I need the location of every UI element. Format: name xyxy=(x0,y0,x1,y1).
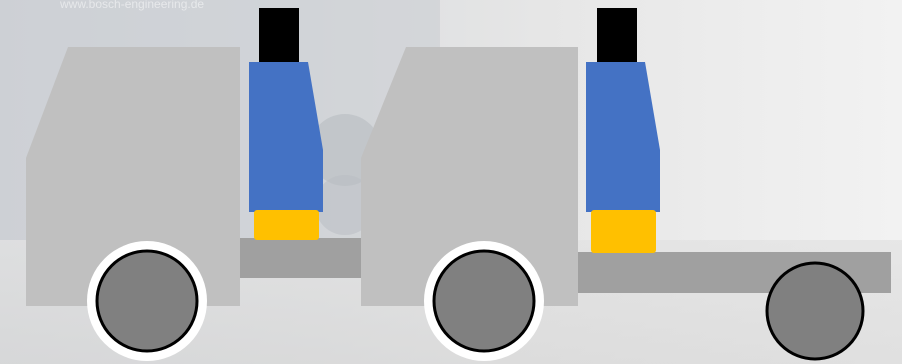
chassis-frame xyxy=(240,238,365,278)
truck-left xyxy=(26,8,365,361)
rear-wheel xyxy=(767,263,863,359)
sensor-body xyxy=(249,62,323,212)
sensor-base xyxy=(591,210,656,253)
wheel xyxy=(97,251,197,351)
truck-right xyxy=(361,8,891,361)
sensor-cable xyxy=(259,8,299,65)
sensor-body xyxy=(586,62,660,212)
sensor-cable xyxy=(597,8,637,65)
sensor-base xyxy=(254,210,319,240)
wheel xyxy=(434,251,534,351)
